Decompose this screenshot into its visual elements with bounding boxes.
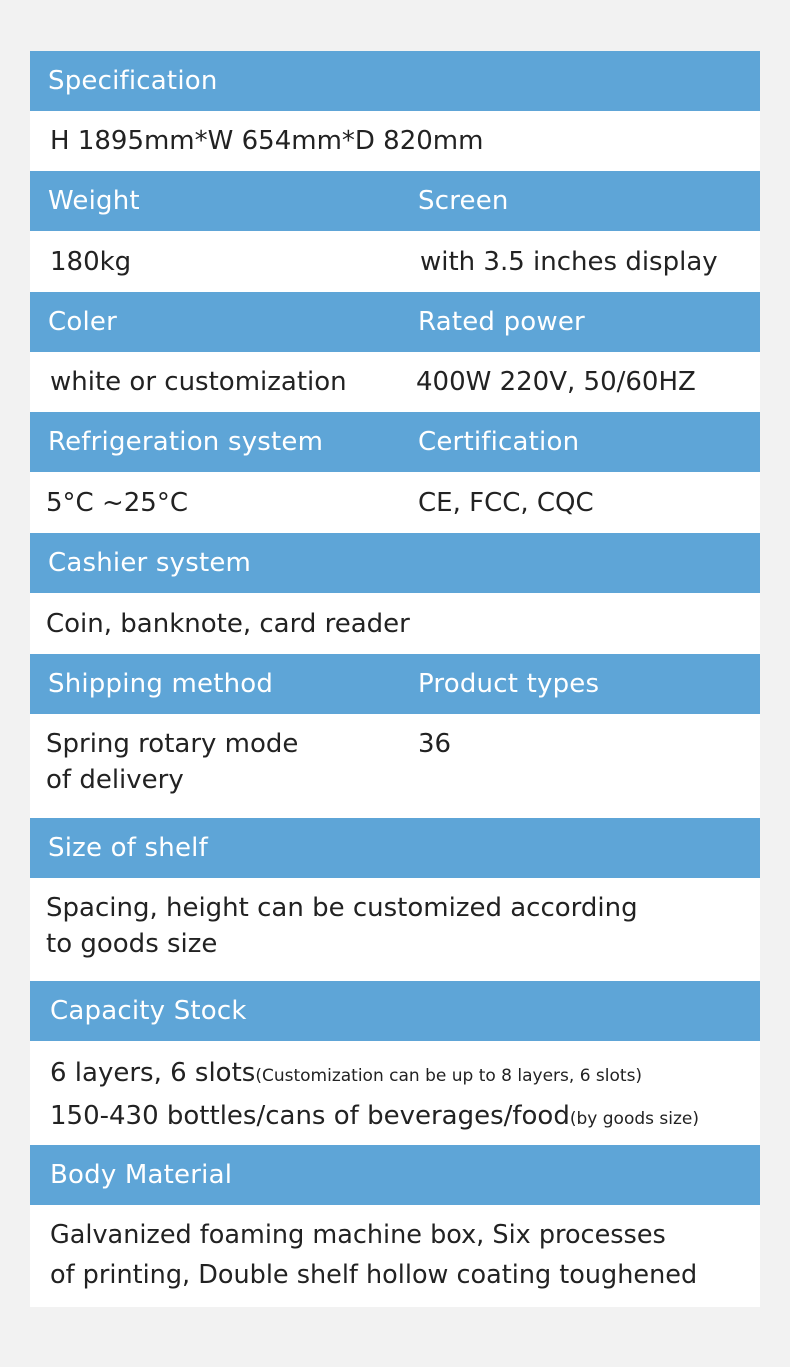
shelf-label: Size of shelf [48,833,208,863]
shipping-value: Spring rotary mode of delivery [46,726,298,798]
material-value-line-2: of printing, Double shelf hollow coating… [50,1260,698,1290]
refrigeration-value: 5°C ~25°C [46,487,188,518]
color-power-values: white or customization 400W 220V, 50/60H… [30,352,760,412]
capacity-value-row: 6 layers, 6 slots(Customization can be u… [30,1041,760,1145]
spec-sheet: Specification H 1895mm*W 654mm*D 820mm W… [30,51,760,1307]
specification-value-row: H 1895mm*W 654mm*D 820mm [30,111,760,171]
weight-label: Weight [48,186,140,216]
cashier-header: Cashier system [30,533,760,593]
capacity-header: Capacity Stock [30,981,760,1041]
product-types-value: 36 [418,729,452,759]
weight-screen-header: Weight Screen [30,171,760,231]
material-value-row: Galvanized foaming machine box, Six proc… [30,1205,760,1307]
shelf-value-row: Spacing, height can be customized accord… [30,878,760,981]
color-power-header: Coler Rated power [30,292,760,352]
shelf-value: Spacing, height can be customized accord… [46,890,638,962]
shipping-value-line-2: of delivery [46,765,184,795]
certification-value: CE, FCC, CQC [418,487,594,518]
capacity-line-1-main: 6 layers, 6 slots [50,1058,256,1088]
cashier-value-row: Coin, banknote, card reader [30,593,760,654]
specification-header: Specification [30,51,760,111]
cashier-value: Coin, banknote, card reader [46,608,410,639]
specification-value: H 1895mm*W 654mm*D 820mm [50,126,484,156]
shelf-value-line-1: Spacing, height can be customized accord… [46,893,638,923]
weight-screen-values: 180kg with 3.5 inches display [30,231,760,292]
shelf-value-line-2: to goods size [46,929,218,959]
shipping-label: Shipping method [48,669,274,699]
cashier-label: Cashier system [48,548,252,578]
capacity-value: 6 layers, 6 slots(Customization can be u… [50,1053,699,1139]
refrigeration-label: Refrigeration system [48,427,324,457]
material-label: Body Material [50,1160,233,1190]
screen-label: Screen [418,186,509,216]
rated-power-value: 400W 220V, 50/60HZ [416,367,696,397]
capacity-line-2-note: (by goods size) [569,1109,699,1129]
capacity-line-1: 6 layers, 6 slots(Customization can be u… [50,1053,699,1096]
capacity-line-2-main: 150-430 bottles/cans of beverages/food [50,1101,570,1131]
color-value: white or customization [50,367,347,397]
shipping-types-header: Shipping method Product types [30,654,760,714]
capacity-line-2: 150-430 bottles/cans of beverages/food(b… [50,1096,699,1139]
certification-label: Certification [418,427,580,457]
shelf-header: Size of shelf [30,818,760,878]
color-label: Coler [48,307,117,337]
refrigeration-cert-values: 5°C ~25°C CE, FCC, CQC [30,472,760,533]
screen-value: with 3.5 inches display [420,246,718,277]
shipping-types-values: Spring rotary mode of delivery 36 [30,714,760,818]
capacity-line-1-note: (Customization can be up to 8 layers, 6 … [255,1066,643,1086]
material-value-line-1: Galvanized foaming machine box, Six proc… [50,1220,666,1250]
rated-power-label: Rated power [418,307,585,337]
capacity-label: Capacity Stock [50,996,247,1026]
material-header: Body Material [30,1145,760,1205]
product-types-label: Product types [418,669,600,699]
refrigeration-cert-header: Refrigeration system Certification [30,412,760,472]
shipping-value-line-1: Spring rotary mode [46,729,299,759]
specification-label: Specification [48,66,218,96]
weight-value: 180kg [50,246,132,277]
material-value: Galvanized foaming machine box, Six proc… [50,1215,697,1295]
